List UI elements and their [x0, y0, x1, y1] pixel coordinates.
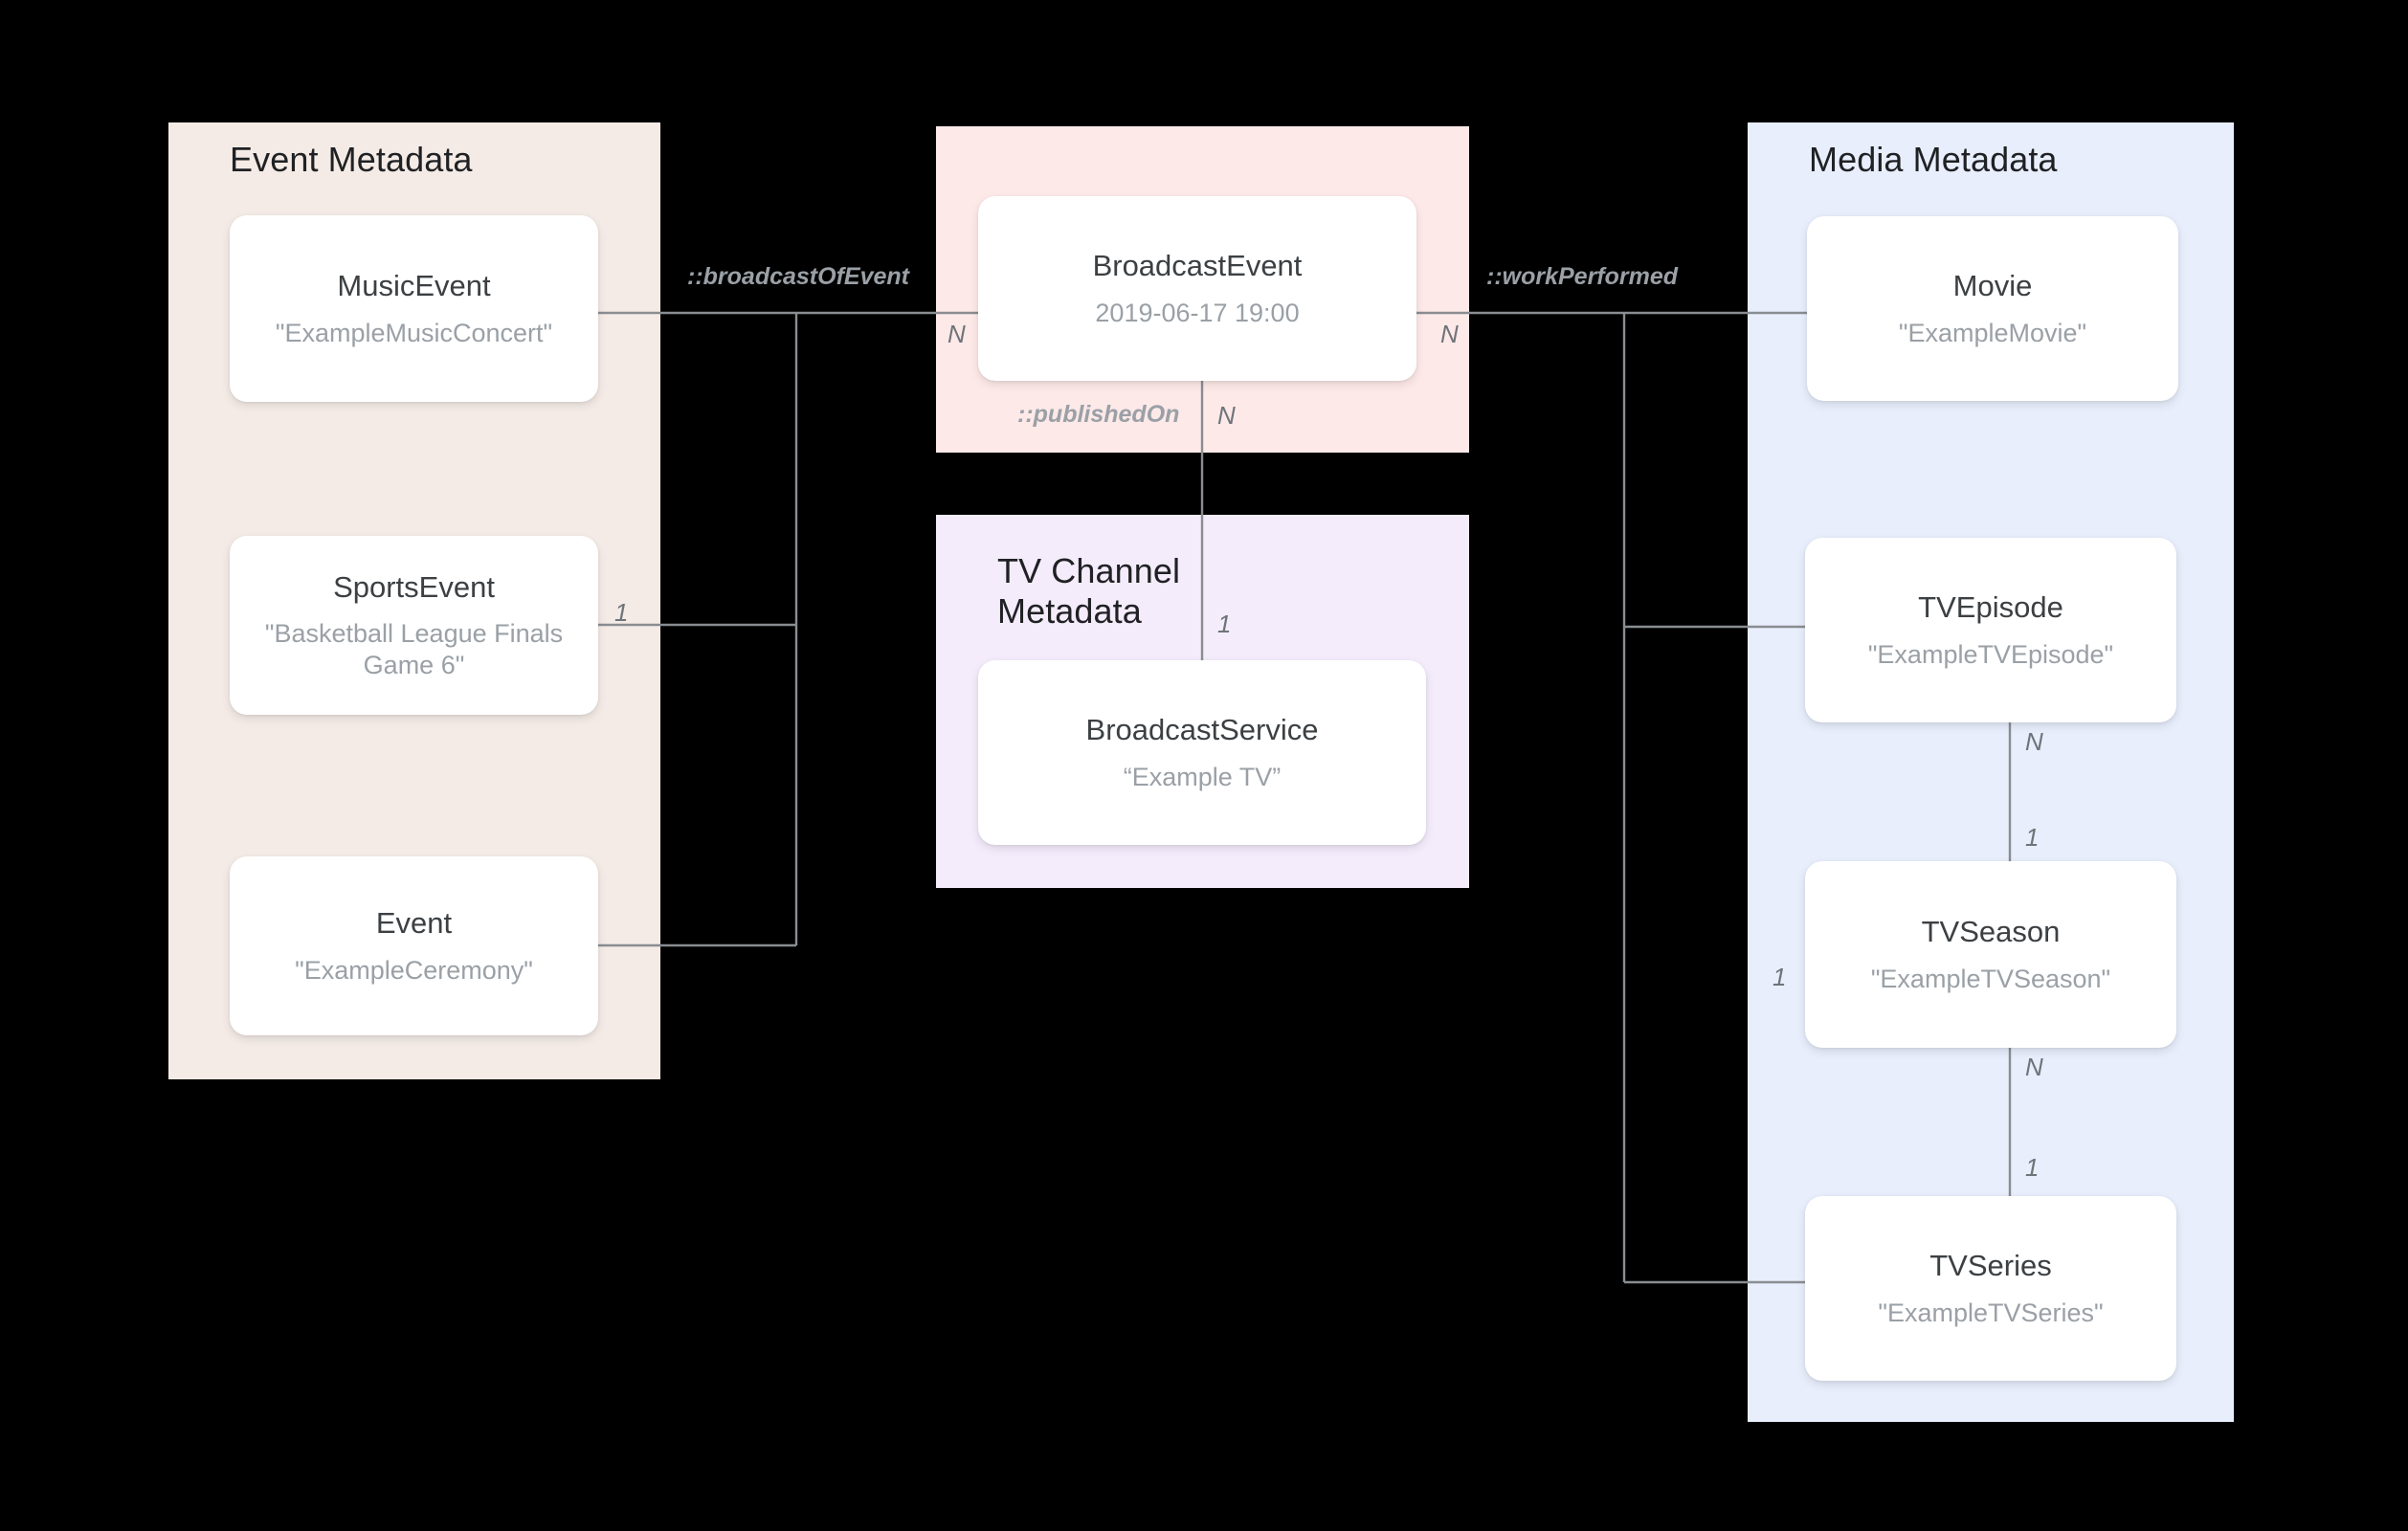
card-broadcast-service[interactable]: BroadcastService “Example TV” — [978, 660, 1426, 845]
relation-label-broadcast-of-event: ::broadcastOfEvent — [687, 263, 909, 290]
card-subtitle: "ExampleTVSeason" — [1870, 964, 2111, 993]
relation-label-published-on: ::publishedOn — [1017, 401, 1180, 428]
card-title: TVEpisode — [1918, 590, 2063, 625]
card-subtitle: “Example TV” — [1123, 762, 1282, 791]
card-title: SportsEvent — [333, 569, 495, 604]
card-sports-event[interactable]: SportsEvent "Basketball League Finals Ga… — [230, 536, 598, 715]
cardinality-tv-season-top: 1 — [2025, 823, 2040, 852]
card-subtitle: 2019-06-17 19:00 — [1095, 298, 1300, 327]
cardinality-tv-series-top: 1 — [2025, 1153, 2040, 1182]
card-title: TVSeason — [1921, 915, 2061, 949]
card-subtitle: "ExampleTVSeries" — [1878, 1298, 2104, 1327]
panel-title-event-metadata: Event Metadata — [230, 140, 473, 179]
card-tv-season[interactable]: TVSeason "ExampleTVSeason" — [1805, 861, 2176, 1048]
card-tv-episode[interactable]: TVEpisode "ExampleTVEpisode" — [1805, 538, 2176, 722]
panel-title-media-metadata: Media Metadata — [1809, 140, 2058, 179]
cardinality-tv-episode-bottom: N — [2025, 727, 2043, 756]
cardinality-tv-season-bottom: N — [2025, 1053, 2043, 1081]
cardinality-broadcast-event-left: N — [948, 320, 966, 348]
relation-label-work-performed: ::workPerformed — [1486, 263, 1679, 290]
cardinality-sports-event-left: 1 — [614, 598, 629, 627]
card-broadcast-event[interactable]: BroadcastEvent 2019-06-17 19:00 — [978, 196, 1416, 381]
card-music-event[interactable]: MusicEvent "ExampleMusicConcert" — [230, 215, 598, 402]
cardinality-tv-season-left: 1 — [1773, 963, 1787, 991]
card-subtitle: "ExampleCeremony" — [295, 955, 533, 985]
card-event[interactable]: Event "ExampleCeremony" — [230, 856, 598, 1035]
card-title: Event — [375, 906, 453, 941]
card-title: BroadcastService — [1085, 713, 1319, 747]
cardinality-broadcast-event-bottom: N — [1217, 401, 1236, 430]
card-title: TVSeries — [1929, 1249, 2052, 1283]
card-title: Movie — [1952, 269, 2033, 303]
card-subtitle: "ExampleMovie" — [1898, 318, 2087, 347]
panel-title-tv-channel-metadata: TV Channel Metadata — [997, 551, 1181, 632]
card-subtitle: "ExampleTVEpisode" — [1867, 639, 2114, 669]
cardinality-broadcast-event-right: N — [1440, 320, 1459, 348]
card-subtitle: "Basketball League Finals Game 6" — [264, 619, 564, 680]
cardinality-broadcast-service-top: 1 — [1217, 610, 1232, 638]
card-title: MusicEvent — [337, 269, 491, 303]
card-tv-series[interactable]: TVSeries "ExampleTVSeries" — [1805, 1196, 2176, 1381]
card-subtitle: "ExampleMusicConcert" — [275, 318, 553, 347]
card-title: BroadcastEvent — [1092, 249, 1303, 283]
card-movie[interactable]: Movie "ExampleMovie" — [1807, 216, 2178, 401]
